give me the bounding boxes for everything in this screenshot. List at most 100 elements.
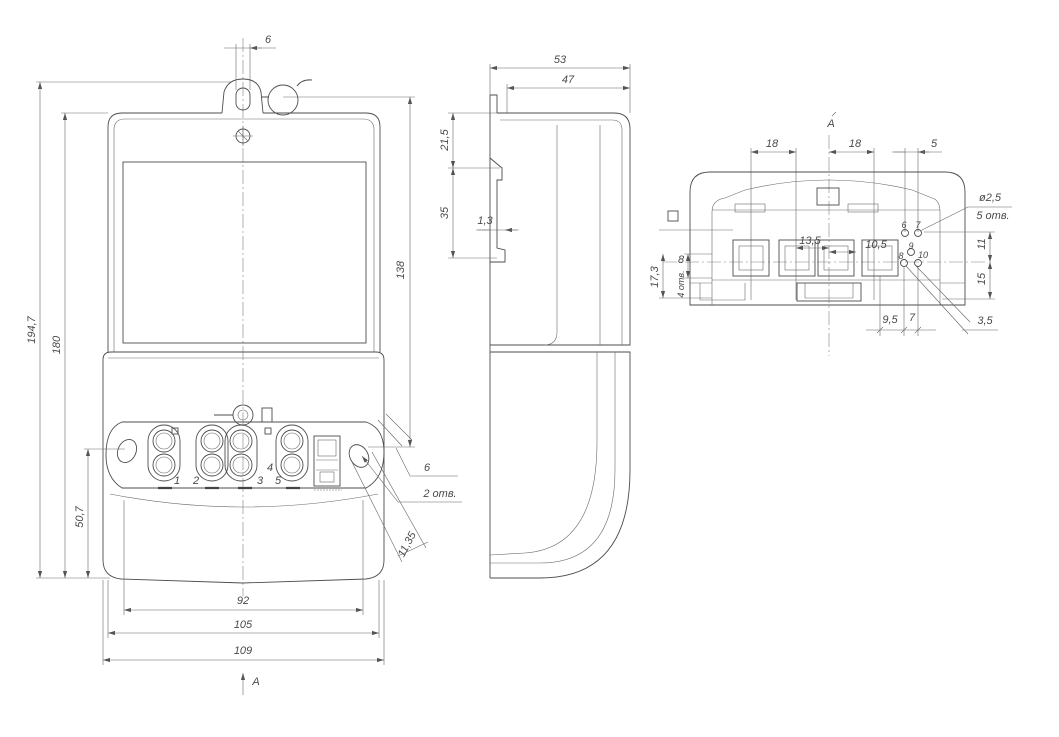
dim-clip-rail: 35 bbox=[439, 206, 451, 219]
terminal-2 bbox=[195, 424, 229, 482]
bottom-inner-dome bbox=[711, 179, 941, 305]
interface-connector bbox=[313, 435, 341, 487]
side-view: 53 47 21,5 35 1,3 bbox=[439, 54, 631, 579]
contact-hole-9 bbox=[907, 248, 915, 256]
contact-number-labels: 6 7 8 9 10 bbox=[898, 220, 928, 261]
terminal-cover-inner bbox=[108, 357, 379, 508]
terminal-screw-inner bbox=[155, 456, 173, 474]
small-square-marker bbox=[667, 210, 679, 222]
terminal-screw bbox=[280, 453, 304, 477]
terminal-socket-3 bbox=[817, 239, 855, 277]
side-lower-outline bbox=[490, 351, 631, 579]
upper-housing-outline bbox=[107, 112, 381, 352]
terminal-number-1: 1 bbox=[174, 475, 180, 487]
dim-hook-width: 6 bbox=[265, 34, 272, 46]
terminal-body bbox=[147, 424, 181, 482]
dim-hole-size: 6 bbox=[424, 462, 431, 474]
terminal-number-3: 3 bbox=[257, 475, 264, 487]
upper-housing bbox=[107, 112, 381, 352]
bottom-bump-right bbox=[847, 203, 879, 213]
front-view: 1 2 3 4 5 194,7 180 138 50,7 92 105 109 bbox=[26, 34, 462, 695]
bottom-key bbox=[816, 187, 840, 206]
holes-note-leader bbox=[361, 455, 462, 503]
upper-housing-inner bbox=[113, 118, 375, 352]
dim-pitch-left: 18 bbox=[766, 138, 779, 150]
terminal-block bbox=[105, 404, 385, 491]
bottom-notch-inner bbox=[804, 283, 854, 299]
bottom-housing bbox=[689, 171, 966, 306]
seal-wire bbox=[261, 79, 313, 98]
terminal-cover-outline bbox=[102, 351, 385, 584]
front-dimensions: 194,7 180 138 50,7 92 105 109 6 A 6 2 от… bbox=[26, 34, 462, 695]
clip-hook bbox=[489, 157, 506, 263]
terminal-number-5: 5 bbox=[275, 475, 282, 487]
terminal-socket-1 bbox=[732, 239, 770, 277]
terminal-screw-inner bbox=[283, 432, 301, 450]
dim-10-5: 10,5 bbox=[865, 239, 887, 251]
dim-body-height: 180 bbox=[51, 335, 63, 354]
bottom-view: A bbox=[649, 111, 1012, 356]
contact-number-7: 7 bbox=[915, 220, 921, 230]
terminal-screw-inner bbox=[283, 456, 301, 474]
terminal-number-labels: 1 2 3 4 5 bbox=[174, 462, 282, 487]
bottom-view-title: A bbox=[826, 118, 834, 130]
dim-width-109: 109 bbox=[234, 645, 252, 657]
connector-socket bbox=[317, 439, 337, 457]
extension-lines bbox=[36, 44, 415, 665]
terminal-socket-2 bbox=[778, 239, 816, 277]
bottom-view-centerlines bbox=[663, 135, 986, 356]
dim-pitch-right: 18 bbox=[849, 138, 862, 150]
hole-diameter-leader bbox=[919, 206, 1012, 232]
bottom-inner-band bbox=[690, 209, 965, 301]
dim-pitch-small: 5 bbox=[931, 138, 938, 150]
bottom-extension-lines bbox=[879, 267, 919, 336]
holes-note-right: 5 отв. bbox=[976, 210, 1009, 222]
right-extension-lines bbox=[924, 231, 995, 300]
bottom-bump-left bbox=[734, 203, 766, 213]
terminal-screw bbox=[152, 453, 176, 477]
display-window bbox=[122, 161, 367, 344]
bottom-notch bbox=[796, 282, 862, 302]
contact-number-8: 8 bbox=[898, 251, 903, 261]
hook-slot bbox=[235, 87, 251, 111]
bottom-outline bbox=[689, 171, 966, 306]
mounting-slot-right bbox=[348, 444, 370, 468]
dim-depth-body: 47 bbox=[562, 74, 575, 86]
terminal-screw bbox=[152, 429, 176, 453]
auxiliary-contacts bbox=[900, 229, 922, 267]
terminal-socket-1-inner bbox=[738, 245, 764, 271]
clip-top bbox=[490, 94, 498, 113]
terminal-cover bbox=[102, 351, 385, 584]
side-lower-inner bbox=[489, 345, 616, 564]
bottom-view-title-mark bbox=[831, 111, 837, 117]
terminal-screw bbox=[229, 453, 253, 477]
mounting-slot-left bbox=[116, 439, 138, 463]
terminal-number-4: 4 bbox=[267, 462, 273, 474]
dim-9-5: 9,5 bbox=[882, 314, 898, 326]
connector-latch bbox=[319, 471, 335, 483]
holes-note: 2 отв. bbox=[422, 488, 456, 500]
terminal-4 bbox=[275, 424, 309, 482]
indicator-square-right bbox=[264, 427, 272, 435]
din-rail-clip bbox=[489, 94, 506, 578]
hole-size-leaders bbox=[377, 413, 458, 477]
terminal-screw bbox=[200, 429, 224, 453]
contact-number-6: 6 bbox=[901, 220, 906, 230]
side-upper-outline bbox=[490, 112, 631, 346]
cover-seal-plug bbox=[261, 407, 273, 423]
contact-hole-6 bbox=[901, 229, 909, 237]
terminal-screw bbox=[200, 453, 224, 477]
terminal-number-2: 2 bbox=[192, 475, 199, 487]
mounting-hook bbox=[221, 78, 313, 146]
dim-11: 11 bbox=[976, 238, 988, 249]
bottom-view-axis-lines bbox=[750, 148, 919, 300]
dim-7: 7 bbox=[909, 312, 916, 324]
dim-width-105: 105 bbox=[234, 619, 253, 631]
side-dimensions: 53 47 21,5 35 1,3 bbox=[439, 54, 631, 259]
terminal-screw bbox=[280, 429, 304, 453]
seal-icon bbox=[267, 84, 299, 116]
hook-outline bbox=[221, 78, 264, 114]
terminal-3 bbox=[224, 424, 258, 482]
bottom-dimensions: 18 18 5 ø2,5 5 отв. 13,5 10,5 17,3 8 4 о… bbox=[649, 138, 1012, 336]
